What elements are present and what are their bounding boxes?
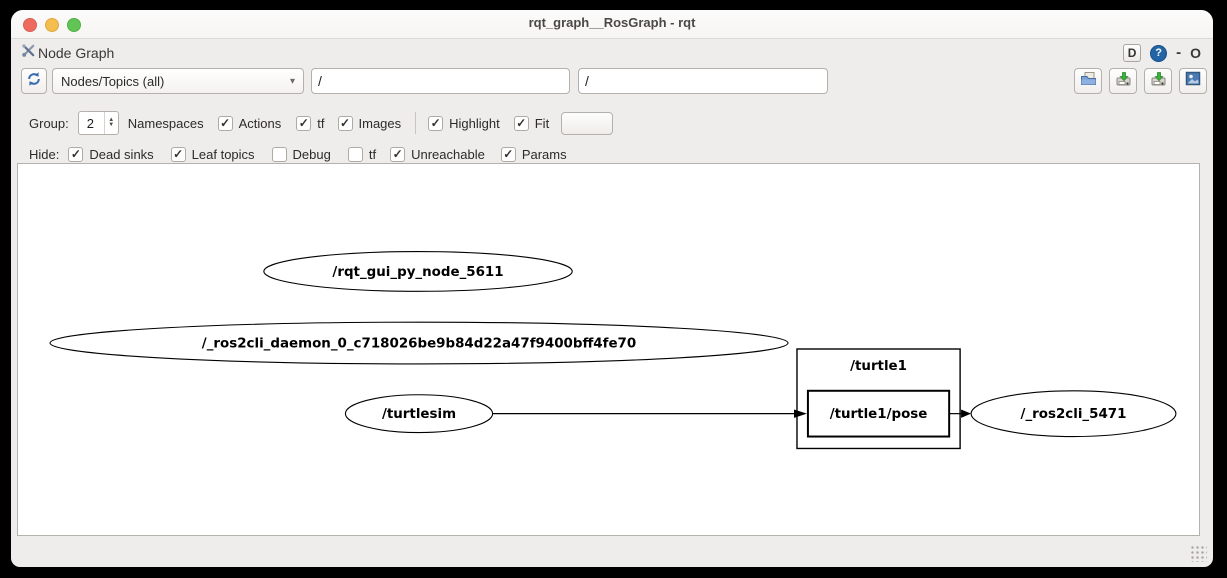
debug-checkbox[interactable] bbox=[271, 146, 287, 162]
save-dot-file-icon bbox=[1115, 71, 1132, 92]
dead-sinks-label: Dead sinks bbox=[89, 146, 154, 162]
dead-sinks-checkbox[interactable] bbox=[68, 146, 84, 162]
panel-title: Node Graph bbox=[38, 45, 115, 61]
window-title: rqt_graph__RosGraph - rqt bbox=[528, 15, 696, 30]
refresh-icon bbox=[26, 71, 42, 92]
actions-checkbox[interactable] bbox=[217, 115, 233, 131]
params-checkbox[interactable] bbox=[500, 146, 516, 162]
tf-checkbox[interactable] bbox=[296, 115, 312, 131]
tf-label: tf bbox=[317, 115, 325, 131]
node-filter-input[interactable] bbox=[311, 68, 570, 94]
status-bar bbox=[11, 537, 1213, 567]
checkbox-hide-tf[interactable]: tf bbox=[347, 146, 377, 162]
save-dot-file-button[interactable] bbox=[1109, 68, 1137, 94]
leaf-topics-checkbox[interactable] bbox=[170, 146, 186, 162]
node-ros2cli-5471: /_ros2cli_5471 bbox=[970, 390, 1177, 438]
minimize-button[interactable] bbox=[45, 18, 59, 32]
fit-in-view-button[interactable] bbox=[561, 111, 614, 135]
node-ros2cli-daemon: /_ros2cli_daemon_0_c718026be9b84d22a47f9… bbox=[49, 321, 789, 365]
checkbox-actions[interactable]: Actions bbox=[217, 115, 282, 131]
open-dot-file-button[interactable] bbox=[1074, 68, 1102, 94]
dock-settings-button[interactable]: D bbox=[1123, 44, 1142, 62]
params-label: Params bbox=[521, 146, 567, 162]
checkbox-unreachable[interactable]: Unreachable bbox=[390, 146, 485, 162]
namespaces-label: Namespaces bbox=[127, 115, 204, 131]
checkbox-debug[interactable]: Debug bbox=[271, 146, 331, 162]
images-label: Images bbox=[358, 115, 402, 131]
cluster-turtle1: /turtle1 /turtle1/pose bbox=[796, 348, 961, 450]
save-as-image-button[interactable] bbox=[1179, 68, 1207, 94]
topic-turtle1-pose: /turtle1/pose bbox=[830, 407, 928, 422]
checkbox-params[interactable]: Params bbox=[500, 146, 567, 162]
svg-text:/_ros2cli_5471: /_ros2cli_5471 bbox=[1021, 407, 1127, 422]
panel-float-button[interactable]: O bbox=[1190, 45, 1201, 61]
checkbox-highlight[interactable]: Highlight bbox=[428, 115, 500, 131]
fit-label: Fit bbox=[534, 115, 550, 131]
open-dot-file-icon bbox=[1080, 71, 1097, 92]
highlight-checkbox[interactable] bbox=[428, 115, 444, 131]
highlight-label: Highlight bbox=[449, 115, 500, 131]
graph-canvas[interactable]: /rqt_gui_py_node_5611 /_ros2cli_daemon_0… bbox=[17, 163, 1200, 536]
save-as-svg-icon bbox=[1150, 71, 1167, 92]
save-as-image-icon bbox=[1185, 71, 1201, 91]
unreachable-checkbox[interactable] bbox=[390, 146, 406, 162]
node-rqt-gui-py: /rqt_gui_py_node_5611 bbox=[263, 250, 573, 292]
group-label: Group: bbox=[29, 115, 69, 131]
unreachable-label: Unreachable bbox=[411, 146, 485, 162]
node-graph-panel-header: Node Graph D ? - O bbox=[21, 42, 1201, 64]
node-graph-svg: /rqt_gui_py_node_5611 /_ros2cli_daemon_0… bbox=[49, 250, 1177, 450]
help-icon[interactable]: ? bbox=[1150, 44, 1168, 62]
svg-text:/turtlesim: /turtlesim bbox=[382, 407, 456, 422]
group-value: 2 bbox=[86, 115, 94, 131]
group-spinner[interactable]: 2 ▲▼ bbox=[77, 111, 119, 135]
save-as-svg-button[interactable] bbox=[1144, 68, 1172, 94]
node-turtlesim: /turtlesim bbox=[344, 394, 494, 434]
graph-type-value: Nodes/Topics (all) bbox=[61, 73, 165, 89]
checkbox-dead-sinks[interactable]: Dead sinks bbox=[68, 146, 154, 162]
spinner-arrows[interactable]: ▲▼ bbox=[103, 112, 118, 134]
close-button[interactable] bbox=[23, 18, 37, 32]
checkbox-leaf-topics[interactable]: Leaf topics bbox=[170, 146, 255, 162]
hide-tf-checkbox[interactable] bbox=[347, 146, 363, 162]
topic-filter-input[interactable] bbox=[578, 68, 828, 94]
hide-label: Hide: bbox=[29, 146, 60, 162]
actions-label: Actions bbox=[238, 115, 282, 131]
svg-text:/_ros2cli_daemon_0_c718026be9b: /_ros2cli_daemon_0_c718026be9b84d22a47f9… bbox=[202, 337, 636, 352]
resize-grip[interactable] bbox=[1189, 544, 1207, 562]
checkbox-images[interactable]: Images bbox=[337, 115, 402, 131]
options-row: Group: 2 ▲▼ Namespaces Actions tf Images… bbox=[29, 110, 1203, 136]
toolbar-separator bbox=[415, 112, 417, 134]
fit-checkbox[interactable] bbox=[513, 115, 529, 131]
svg-text:/turtle1: /turtle1 bbox=[850, 359, 907, 374]
svg-text:/rqt_gui_py_node_5611: /rqt_gui_py_node_5611 bbox=[332, 265, 503, 280]
checkbox-tf[interactable]: tf bbox=[296, 115, 325, 131]
graph-type-dropdown[interactable]: Nodes/Topics (all) ▾ bbox=[52, 68, 304, 94]
leaf-topics-label: Leaf topics bbox=[191, 146, 255, 162]
panel-minimize-button[interactable]: - bbox=[1176, 44, 1182, 61]
chevron-down-icon: ▾ bbox=[289, 75, 295, 87]
edge-turtlesim-to-pose bbox=[492, 409, 807, 418]
images-checkbox[interactable] bbox=[337, 115, 353, 131]
hide-row: Hide: Dead sinks Leaf topics Debug tf Un… bbox=[29, 141, 1203, 167]
title-bar: rqt_graph__RosGraph - rqt bbox=[11, 10, 1213, 39]
tools-icon bbox=[21, 43, 36, 63]
maximize-button[interactable] bbox=[67, 18, 81, 32]
rqt-window: rqt_graph__RosGraph - rqt Node Graph D ?… bbox=[11, 10, 1213, 567]
checkbox-fit[interactable]: Fit bbox=[513, 115, 550, 131]
hide-tf-label: tf bbox=[368, 146, 377, 162]
graph-toolbar: Nodes/Topics (all) ▾ bbox=[17, 67, 1207, 95]
debug-label: Debug bbox=[292, 146, 331, 162]
refresh-graph-button[interactable] bbox=[21, 68, 47, 94]
